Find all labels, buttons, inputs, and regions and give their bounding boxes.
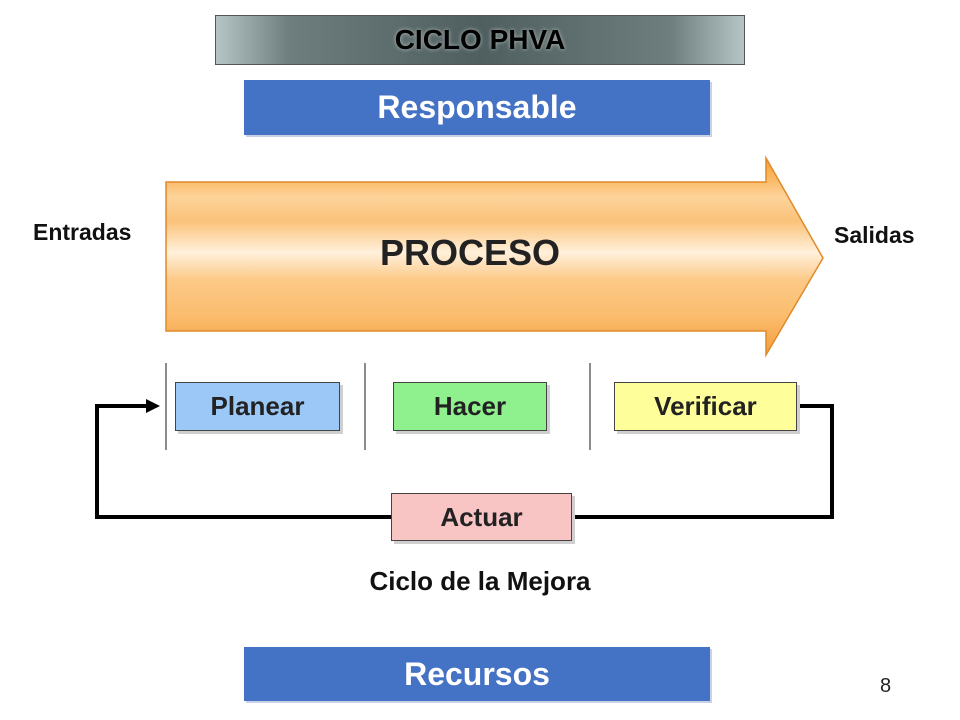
page-number: 8 [880,675,892,697]
step-planear: Planear [175,382,340,431]
cycle-label: Ciclo de la Mejora [369,566,591,596]
recursos-bar: Recursos [244,647,710,701]
improvement-cycle-loop [95,404,834,519]
proceso-label: PROCESO [379,232,561,273]
slide-title: CICLO PHVA [394,24,566,55]
step-verificar: Verificar [614,382,797,431]
responsable-bar: Responsable [244,80,710,135]
entradas-label: Entradas [33,219,132,245]
cycle-arrowhead-icon [146,399,160,413]
title-banner: CICLO PHVA [215,15,745,65]
step-actuar: Actuar [391,493,572,541]
step-hacer: Hacer [393,382,547,431]
salidas-label: Salidas [834,222,915,248]
process-arrow [165,155,824,358]
separator-lines [165,363,591,450]
